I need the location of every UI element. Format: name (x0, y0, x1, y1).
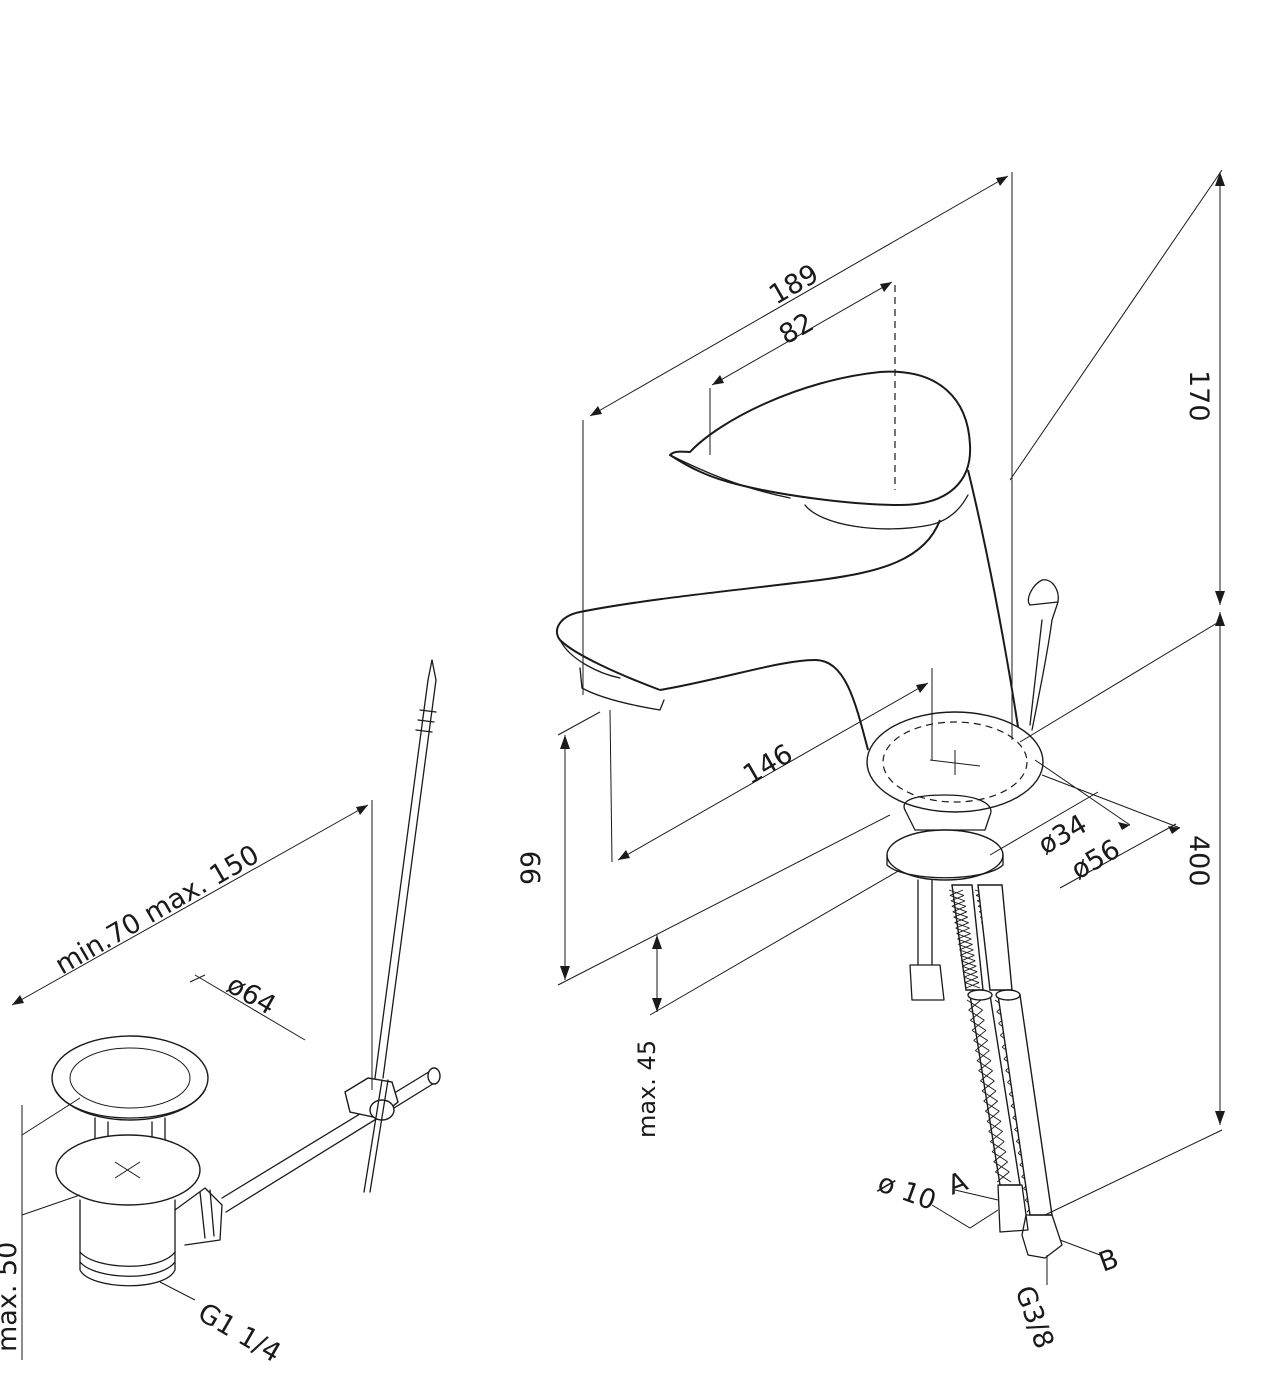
drain-assembly (51, 659, 441, 1287)
dim-146: 146 (738, 738, 798, 791)
drain-thread: G1 1/4 (193, 1297, 287, 1369)
dim-99: 99 (516, 851, 547, 885)
hose-tube-diameter: ø 10 (874, 1167, 940, 1216)
hose-label-a: A (944, 1166, 972, 1202)
dim-rod-range: min.70 max. 150 (50, 839, 265, 981)
dimension-lines (11, 169, 1225, 1360)
faucet-mounting-hardware (886, 794, 1004, 1001)
dim-189: 189 (764, 258, 824, 311)
hose-fittings (997, 1184, 1063, 1259)
dim-max-50: max. 50 (0, 1242, 23, 1352)
dim-max-45: max. 45 (633, 1040, 661, 1138)
hose-b (967, 884, 1053, 1216)
hose-thread: G3/8 (1008, 1282, 1059, 1353)
faucet-body (555, 370, 1059, 813)
dim-82: 82 (774, 307, 819, 351)
dim-170: 170 (1183, 370, 1214, 422)
hose-label-b: B (1095, 1243, 1123, 1278)
dim-400: 400 (1183, 835, 1214, 887)
dim-ø64: ø64 (222, 969, 282, 1021)
